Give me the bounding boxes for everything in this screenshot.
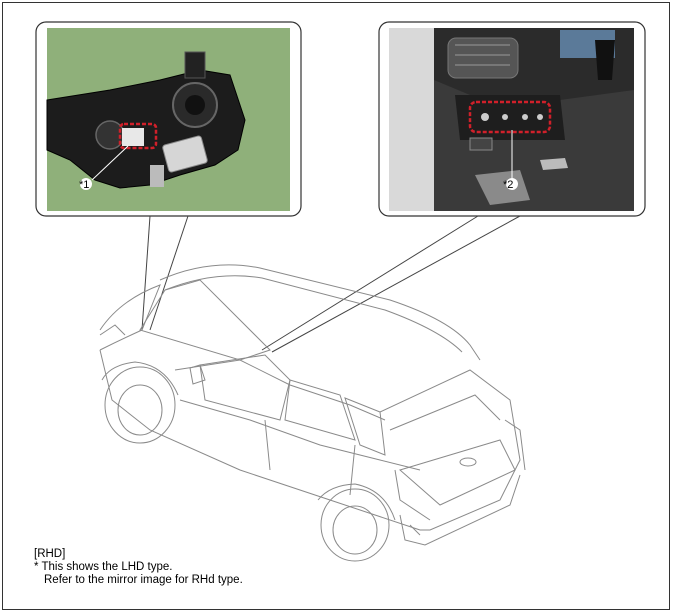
connector-highlight bbox=[118, 122, 158, 150]
footnote-line-1: * This shows the LHD type. bbox=[34, 561, 173, 573]
leader-lines bbox=[141, 215, 521, 353]
callout-2-label: *2 bbox=[503, 179, 513, 191]
headlamp-inset: *1 bbox=[35, 21, 302, 217]
callout-1-label: *1 bbox=[79, 179, 89, 191]
dashboard-inset: *2 bbox=[378, 21, 646, 217]
vehicle-outline bbox=[99, 264, 526, 562]
footnote-line-2: Refer to the mirror image for RHd type. bbox=[44, 574, 243, 586]
switch-panel-highlight bbox=[468, 100, 552, 134]
footnote-block: [RHD] * This shows the LHD type. Refer t… bbox=[34, 548, 243, 587]
footnote-heading: [RHD] bbox=[34, 548, 66, 560]
